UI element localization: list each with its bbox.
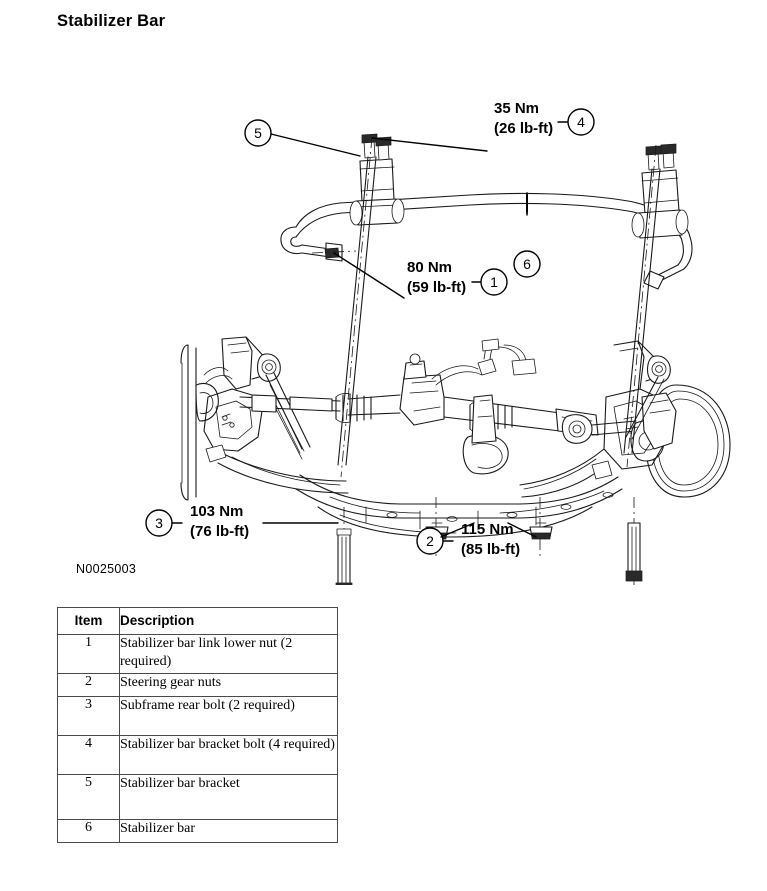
table-row: 4 Stabilizer bar bracket bolt (4 require… — [57, 735, 338, 775]
callout-circle-4 — [567, 108, 595, 136]
row-item-number: 4 — [57, 735, 120, 775]
page-title: Stabilizer Bar — [57, 12, 166, 30]
parts-table: Item Description 1 Stabilizer bar link l… — [57, 607, 338, 843]
callout-5-group: 5 — [244, 119, 361, 157]
figure-id: N0025003 — [76, 562, 137, 576]
column-header-description: Description — [119, 607, 338, 635]
callout-number-5: 5 — [254, 125, 262, 141]
stabilizer-bar-centre-mount — [462, 394, 509, 475]
callout-2-group: 2 115 Nm (85 lb-ft) — [416, 521, 537, 558]
stabilizer-bar-link-left — [337, 136, 377, 478]
callout-3-group: 3 103 Nm (76 lb-ft) — [145, 503, 339, 540]
subframe-rear-bolt-left — [335, 507, 353, 585]
right-knuckle-brake-group — [519, 340, 731, 498]
stabilizer-bar-bracket-right — [631, 143, 689, 239]
callout-number-2: 2 — [426, 533, 434, 549]
callout-number-1: 1 — [490, 274, 498, 290]
row-item-number: 6 — [57, 819, 120, 843]
table-row: 5 Stabilizer bar bracket — [57, 774, 338, 820]
steering-gear-nut-right — [529, 497, 553, 557]
subframe-crossmember — [295, 474, 623, 538]
callout-4-group: 35 Nm (26 lb-ft) 4 — [371, 100, 595, 152]
stabilizer-bar-diagram: .ln { fill:none; stroke:#1a1a1a; stroke-… — [0, 45, 767, 585]
callout-number-6: 6 — [523, 256, 531, 272]
callout-6-group: 6 — [513, 192, 541, 278]
torque-4-lbft: (26 lb-ft) — [494, 120, 553, 137]
torque-4-nm: 35 Nm — [494, 100, 539, 117]
row-description: Stabilizer bar — [119, 819, 338, 843]
torque-3-nm: 103 Nm — [190, 503, 243, 520]
row-item-number: 3 — [57, 696, 120, 736]
table-row: 3 Subframe rear bolt (2 required) — [57, 696, 338, 736]
torque-3-lbft: (76 lb-ft) — [190, 523, 249, 540]
torque-1-nm: 80 Nm — [407, 259, 452, 276]
row-description: Stabilizer bar bracket bolt (4 required) — [119, 735, 338, 775]
subframe-rear-bolt-right — [625, 497, 643, 585]
row-description: Subframe rear bolt (2 required) — [119, 696, 338, 736]
subframe-assembly-artwork — [180, 336, 731, 538]
callout-1-group: 80 Nm (59 lb-ft) 1 — [333, 252, 508, 299]
callout-number-4: 4 — [577, 114, 585, 130]
parts-table-container: Item Description 1 Stabilizer bar link l… — [57, 607, 338, 843]
stabilizer-bar-link-right — [623, 144, 661, 468]
table-row: 2 Steering gear nuts — [57, 673, 338, 697]
row-description: Steering gear nuts — [119, 673, 338, 697]
torque-1-lbft: (59 lb-ft) — [407, 279, 466, 296]
row-description: Stabilizer bar link lower nut (2 require… — [119, 634, 338, 674]
table-row: 1 Stabilizer bar link lower nut (2 requi… — [57, 634, 338, 674]
callout-number-3: 3 — [155, 515, 163, 531]
table-row: 6 Stabilizer bar — [57, 819, 338, 843]
stabilizer-bar-bracket-left — [349, 133, 405, 226]
torque-2-nm: 115 Nm — [461, 521, 514, 538]
table-header-row: Item Description — [57, 607, 338, 635]
row-item-number: 2 — [57, 673, 120, 697]
row-description: Stabilizer bar bracket — [119, 774, 338, 820]
row-item-number: 1 — [57, 634, 120, 674]
left-knuckle-group — [180, 336, 349, 501]
steering-gear — [335, 338, 637, 444]
row-item-number: 5 — [57, 774, 120, 820]
callout-circle-5 — [244, 119, 272, 147]
callout-circle-6 — [513, 250, 541, 278]
column-header-item: Item — [57, 607, 120, 635]
callout-circle-1 — [480, 268, 508, 296]
torque-2-lbft: (85 lb-ft) — [461, 541, 520, 558]
